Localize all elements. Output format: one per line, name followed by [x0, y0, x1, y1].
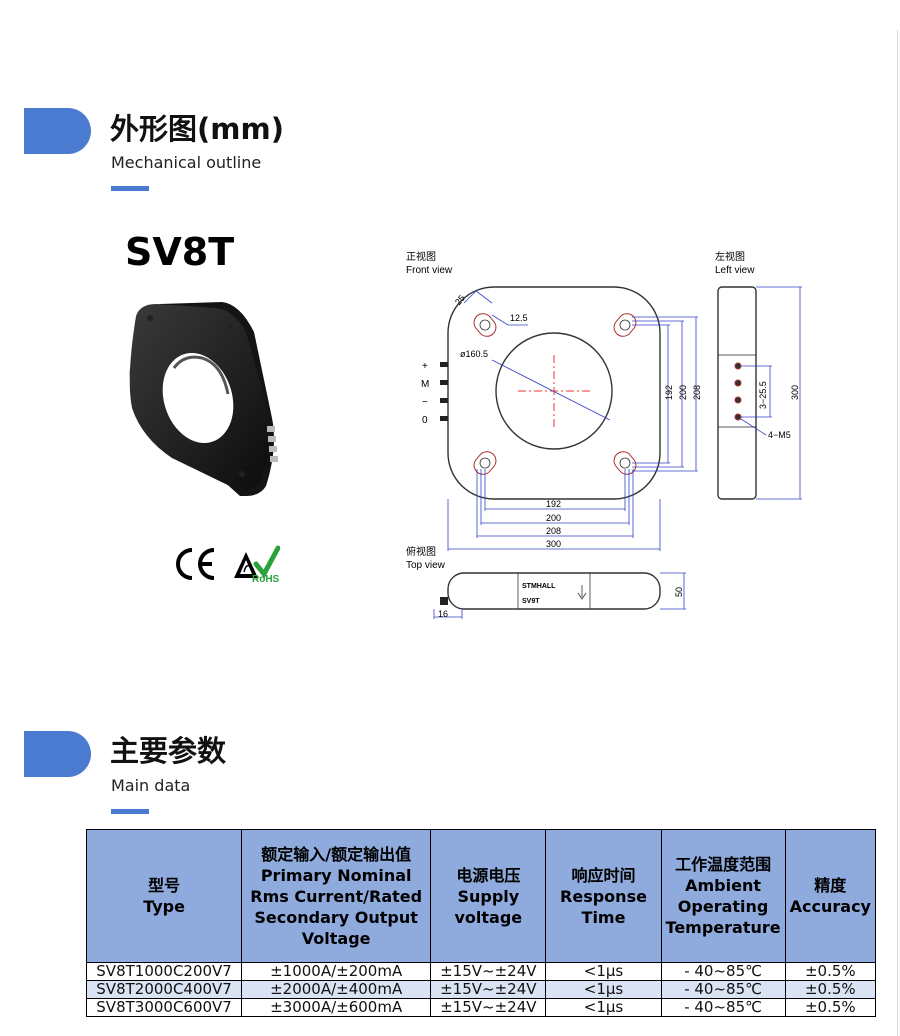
cell-response: <1μs [545, 962, 662, 981]
cell-temperature: - 40~85℃ [660, 962, 786, 981]
dim-front-v-192: 192 [664, 385, 674, 400]
top-view-outline [447, 572, 661, 610]
section-tab-marker [24, 108, 91, 154]
dim-diameter: ø160.5 [460, 349, 488, 359]
cell-response: <1μs [545, 980, 662, 999]
dim-slot-25: 25 [453, 293, 467, 307]
dim-front-h-200: 200 [546, 513, 561, 523]
top-view-label-en: Top view [406, 560, 446, 571]
cell-accuracy: ±0.5% [784, 962, 877, 981]
cell-supply: ±15V~±24V [430, 980, 547, 999]
certification-marks: RoHS [176, 545, 280, 584]
pin-minus-label: − [422, 397, 428, 408]
table-row: SV8T1000C200V7 ±1000A/±200mA ±15V~±24V <… [85, 962, 877, 981]
ce-mark-icon [176, 548, 215, 580]
cell-rating: ±2000A/±400mA [241, 980, 432, 999]
cell-supply: ±15V~±24V [430, 962, 547, 981]
cell-temperature: - 40~85℃ [660, 980, 786, 999]
cell-accuracy: ±0.5% [784, 980, 877, 999]
section-subtitle-outline: Mechanical outline [111, 153, 262, 172]
cell-accuracy: ±0.5% [784, 998, 877, 1017]
cell-rating: ±1000A/±200mA [241, 962, 432, 981]
section-underline [111, 809, 149, 814]
pin-plus-label: + [422, 361, 428, 372]
left-view-outline [717, 286, 757, 500]
section-underline [111, 186, 149, 191]
cell-temperature: - 40~85℃ [660, 998, 786, 1017]
rohs-check-icon: RoHS [252, 545, 280, 584]
top-view-model: SV9T [522, 598, 540, 605]
section-tab-marker [24, 731, 91, 777]
svg-text:RoHS: RoHS [252, 574, 280, 584]
left-view-label-cn: 左视图 [715, 250, 745, 263]
dim-front-h-208: 208 [546, 526, 561, 536]
cell-type: SV8T1000C200V7 [85, 962, 243, 981]
section-subtitle-main-data: Main data [111, 776, 191, 795]
table-row: SV8T3000C600V7 ±3000A/±600mA ±15V~±24V <… [85, 998, 877, 1017]
front-view-label-en: Front view [406, 265, 453, 276]
dim-front-v-208: 208 [692, 385, 702, 400]
cell-type: SV8T2000C400V7 [85, 980, 243, 999]
dim-front-v-200: 200 [678, 385, 688, 400]
section-title-outline: 外形图(mm) [110, 112, 284, 146]
dim-slot-12-5: 12.5 [510, 313, 528, 323]
cell-response: <1μs [545, 998, 662, 1017]
dim-pin-pitch: 3−25.5 [758, 381, 768, 409]
esd-warning-icon [234, 552, 258, 578]
section-title-main-data: 主要参数 [110, 734, 227, 768]
product-photo [129, 302, 278, 496]
page-edge-line [897, 30, 898, 1036]
cell-supply: ±15V~±24V [430, 998, 547, 1017]
cell-type: SV8T3000C600V7 [85, 998, 243, 1017]
table-row: SV8T2000C400V7 ±2000A/±400mA ±15V~±24V <… [85, 980, 877, 999]
dim-thread: 4−M5 [768, 430, 791, 440]
dim-top-16: 16 [438, 609, 448, 619]
mechanical-drawing: 正视图 Front view 左视图 Left view 俯视图 Top vie… [406, 250, 802, 619]
front-view-label-cn: 正视图 [406, 250, 436, 263]
dim-left-300: 300 [790, 385, 800, 400]
dim-top-50: 50 [674, 587, 684, 597]
front-view-bore [495, 332, 613, 450]
pin-m-label: M [421, 379, 429, 390]
front-view-outline [447, 286, 661, 500]
dim-front-h-192: 192 [546, 499, 561, 509]
cell-rating: ±3000A/±600mA [241, 998, 432, 1017]
top-view-label-cn: 俯视图 [406, 545, 436, 558]
model-name: SV8T [125, 230, 235, 274]
dim-front-h-300: 300 [546, 539, 561, 549]
pin-0-label: 0 [422, 415, 428, 426]
left-view-label-en: Left view [715, 265, 755, 276]
top-view-brand: STMHALL [522, 583, 556, 590]
